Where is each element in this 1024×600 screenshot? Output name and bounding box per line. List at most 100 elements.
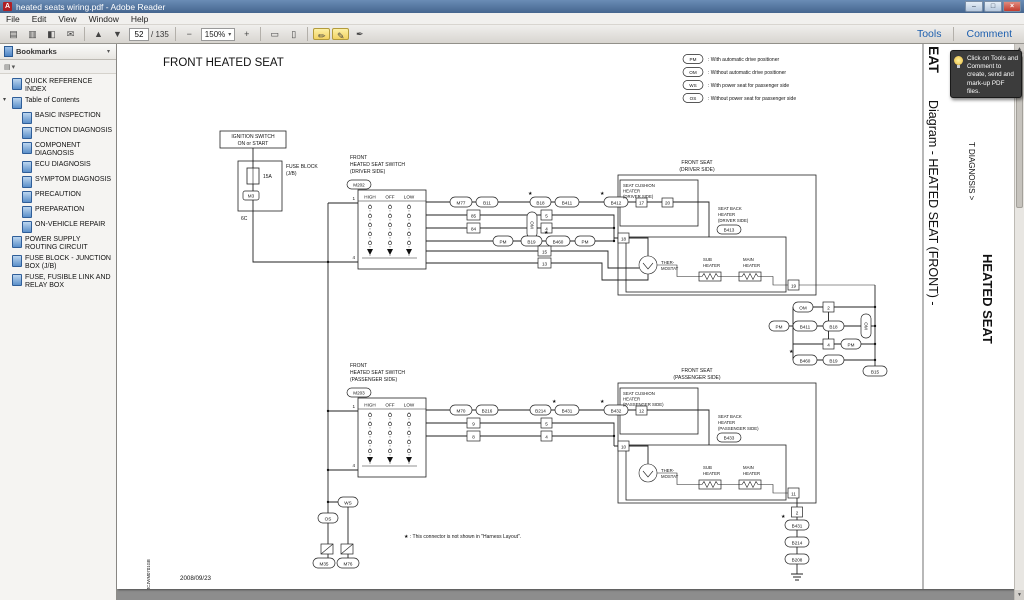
panel-options-caret-icon[interactable]: ▾ [105, 48, 112, 55]
print-icon[interactable]: ▥ [24, 26, 41, 43]
svg-text:13: 13 [542, 262, 548, 267]
bookmark-item-symptom-diagnosis[interactable]: SYMPTOM DIAGNOSIS [0, 175, 116, 190]
page-total: / 135 [151, 30, 169, 39]
svg-text:15A: 15A [263, 174, 273, 180]
svg-text:(PASSENGER SIDE): (PASSENGER SIDE) [718, 426, 759, 431]
svg-text:: With automatic drive positio: : With automatic drive positioner [708, 57, 779, 63]
svg-text:4: 4 [352, 463, 355, 468]
bookmark-page-icon [22, 127, 32, 139]
menu-file[interactable]: File [0, 14, 26, 24]
bookmark-item-function-diagnosis[interactable]: FUNCTION DIAGNOSIS [0, 126, 116, 141]
bookmark-item-ecu-diagnosis[interactable]: ECU DIAGNOSIS [0, 160, 116, 175]
svg-text:★: ★ [600, 191, 605, 197]
adobe-reader-icon: A [3, 2, 12, 11]
chevron-down-icon[interactable]: ▾ [12, 63, 16, 71]
svg-text:OM: OM [864, 322, 869, 330]
svg-text:B19: B19 [527, 240, 536, 245]
page-margin: EAT Diagram - HEATED SEAT (FRONT) - T DI… [923, 44, 995, 589]
page-number-input[interactable] [129, 28, 149, 41]
svg-text:(DRIVER SIDE): (DRIVER SIDE) [679, 167, 715, 173]
svg-text:B412: B412 [611, 201, 622, 206]
svg-text:18: 18 [621, 237, 627, 242]
component-boxes [220, 131, 816, 503]
next-page-icon[interactable]: ▼ [109, 26, 126, 43]
menu-help[interactable]: Help [125, 14, 154, 24]
svg-text:M77: M77 [457, 201, 466, 206]
svg-text:B18: B18 [536, 201, 545, 206]
highlight-icon[interactable]: ✎ [332, 28, 349, 40]
svg-text:HEATED SEAT SWITCH: HEATED SEAT SWITCH [350, 370, 405, 376]
sticky-note-icon[interactable]: ✏ [313, 28, 330, 40]
menu-edit[interactable]: Edit [26, 14, 53, 24]
driver-option-chain: OM 2 PM B411 B18 OM 4 PM ★ B460 B19 B15 [769, 302, 887, 376]
bookmark-item-fuse-fusible-link[interactable]: FUSE, FUSIBLE LINK AND RELAY BOX [0, 273, 116, 292]
ground-connectors: WS OS M35 M76 [313, 497, 359, 568]
svg-text:B214: B214 [792, 541, 803, 546]
bookmarks-header: Bookmarks ▾ [0, 44, 116, 60]
svg-text:M203: M203 [353, 391, 365, 396]
close-button[interactable]: × [1003, 1, 1021, 12]
bookmark-item-precaution[interactable]: PRECAUTION [0, 190, 116, 205]
tools-button[interactable]: Tools [909, 28, 950, 40]
svg-text:(PASSENGER SIDE): (PASSENGER SIDE) [673, 375, 720, 381]
bookmark-item-fuse-block[interactable]: FUSE BLOCK - JUNCTION BOX (J/B) [0, 254, 116, 273]
svg-text:★: ★ [781, 514, 786, 520]
bookmark-options-icon[interactable]: ▤ [4, 63, 11, 71]
bookmark-item-component-diagnosis[interactable]: COMPONENT DIAGNOSIS [0, 141, 116, 160]
bookmark-page-icon [12, 78, 22, 90]
bookmark-page-icon [22, 191, 32, 203]
svg-text:15: 15 [542, 250, 548, 255]
previous-page-icon[interactable]: ▲ [90, 26, 107, 43]
bookmark-page-icon [12, 274, 22, 286]
svg-text:4: 4 [545, 435, 548, 440]
zoom-out-icon[interactable]: − [181, 26, 198, 43]
svg-text:85: 85 [471, 214, 477, 219]
comment-button[interactable]: Comment [958, 28, 1020, 40]
tooltip-text: Click on Tools and Comment to create, se… [967, 55, 1018, 96]
svg-text:FRONT: FRONT [350, 363, 367, 369]
svg-text:FUSE BLOCK: FUSE BLOCK [286, 164, 318, 170]
svg-text:1: 1 [352, 404, 355, 409]
svg-text:B15: B15 [871, 370, 880, 375]
bookmark-item-on-vehicle-repair[interactable]: ON-VEHICLE REPAIR [0, 220, 116, 235]
harness-note: ★ : This connector is not shown in "Harn… [404, 534, 521, 540]
bookmark-item-power-supply-routing[interactable]: POWER SUPPLY ROUTING CIRCUIT [0, 235, 116, 254]
tools-comment-tooltip[interactable]: Click on Tools and Comment to create, se… [950, 50, 1022, 98]
bookmark-item-preparation[interactable]: PREPARATION [0, 205, 116, 220]
menu-view[interactable]: View [52, 14, 82, 24]
svg-text:★: ★ [600, 399, 605, 405]
scroll-mode-icon[interactable]: ▭ [266, 26, 283, 43]
open-icon[interactable]: ▤ [5, 26, 22, 43]
bookmark-item-basic-inspection[interactable]: BASIC INSPECTION [0, 111, 116, 126]
svg-text:5: 5 [545, 214, 548, 219]
single-page-icon[interactable]: ▯ [285, 26, 302, 43]
bookmark-page-icon [22, 221, 32, 233]
minimize-button[interactable]: – [965, 1, 983, 12]
svg-text:OS: OS [690, 96, 697, 101]
svg-text:OM: OM [689, 70, 697, 75]
zoom-in-icon[interactable]: + [238, 26, 255, 43]
svg-text:6C: 6C [241, 216, 248, 222]
save-icon[interactable]: ◧ [43, 26, 60, 43]
svg-text:MAIN: MAIN [743, 465, 754, 470]
svg-text:: With power seat for passenge: : With power seat for passenger side [708, 83, 789, 89]
expander-icon[interactable]: ▾ [3, 97, 6, 104]
menu-window[interactable]: Window [83, 14, 125, 24]
email-icon[interactable]: ✉ [62, 26, 79, 43]
svg-text:8: 8 [472, 435, 475, 440]
vertical-scrollbar[interactable]: ▲ ▼ [1014, 44, 1024, 600]
bookmarks-toolbar: ▤ ▾ [0, 60, 116, 74]
passenger-harness-connectors: M70 B216 B214 ★ B431 ★ B432 9 8 5 4 [450, 399, 628, 441]
svg-text:(J/B): (J/B) [286, 171, 297, 177]
title-bar[interactable]: A heated seats wiring.pdf - Adobe Reader… [0, 0, 1024, 13]
svg-text:HEATER: HEATER [623, 189, 640, 194]
margin-chapter-tab: HEATED SEAT [980, 254, 995, 344]
scroll-down-icon[interactable]: ▼ [1015, 590, 1024, 600]
bookmark-item-quick-reference[interactable]: QUICK REFERENCE INDEX [0, 77, 116, 96]
svg-text:HEATER: HEATER [718, 212, 735, 217]
svg-text:THER-: THER- [661, 468, 675, 473]
zoom-level-select[interactable]: 150% ▾ [201, 28, 235, 41]
maximize-button[interactable]: □ [984, 1, 1002, 12]
signature-icon[interactable]: ✒ [351, 26, 368, 43]
bookmark-item-table-of-contents[interactable]: ▾Table of Contents [0, 96, 116, 111]
